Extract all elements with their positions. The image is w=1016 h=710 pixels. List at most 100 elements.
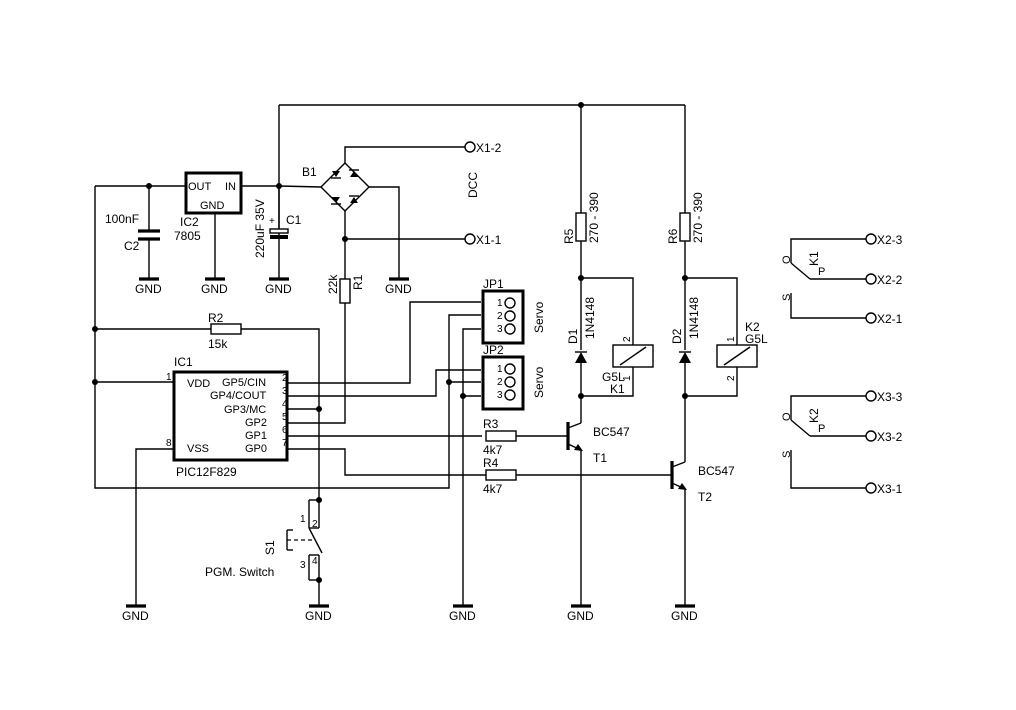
x3-1-terminal[interactable]: X3-1: [865, 482, 903, 496]
r2-resistor: R2 15k: [95, 311, 320, 500]
b1-minus-wire: [369, 186, 400, 278]
r3-name: R3: [483, 417, 499, 431]
t2-name: T2: [698, 490, 712, 504]
servo-gnd-wire: [462, 328, 481, 605]
gp0-wire: [287, 448, 486, 476]
gnd-symbol-b1: GND: [385, 277, 412, 296]
jp2-pin2: 2: [497, 377, 503, 388]
s1-pin4: 4: [312, 556, 318, 567]
ic1-vdd-label: VDD: [187, 378, 210, 390]
gnd-label-c1: GND: [265, 282, 292, 296]
x3-2-terminal[interactable]: X3-2: [865, 430, 903, 444]
t1-name: T1: [593, 451, 607, 465]
jp1-pin2: 2: [497, 311, 503, 322]
r6-resistor: R6 270 - 390: [666, 105, 705, 350]
c2-capacitor: 100nF C2: [105, 186, 160, 278]
k2-coil-pin2: 2: [726, 375, 737, 381]
gnd-symbol-servo: GND: [449, 604, 476, 623]
s1-value: PGM. Switch: [205, 565, 274, 579]
r5-resistor: R5 270 - 390: [562, 105, 601, 350]
gnd-label-c2: GND: [135, 282, 162, 296]
t1-transistor: BC547 T1: [566, 422, 630, 605]
ic1-gp0-label: GP0: [245, 443, 267, 455]
k1-coil-pin2: 2: [622, 336, 633, 342]
r2-value: 15k: [208, 337, 228, 351]
b1-ac1-wire: [344, 146, 466, 163]
x2-3-label: X2-3: [877, 233, 903, 247]
k1-coil-name: K1: [610, 382, 625, 396]
ic1-pin3: 3: [282, 386, 288, 397]
gnd-symbol-ic2: GND: [201, 277, 228, 296]
jp2-servo-header[interactable]: 1 2 3 JP2 Servo: [481, 343, 546, 411]
s1-name: S1: [263, 540, 277, 555]
x2-1-terminal[interactable]: X2-1: [865, 312, 903, 326]
k1-coil-pin1: 1: [622, 375, 633, 381]
r1-resistor: 22k R1: [287, 239, 365, 424]
ic1-name: IC1: [174, 355, 193, 369]
jp2-servo-label: Servo: [532, 366, 546, 398]
ic1-microcontroller: IC1 PIC12F829 VDD VSS GP5/CIN GP4/COUT G…: [166, 355, 289, 479]
ic1-pin2: 2: [282, 373, 288, 384]
ic1-pin4: 4: [282, 399, 288, 410]
gnd-label-t2: GND: [671, 609, 698, 623]
jp2-pin1: 1: [497, 364, 503, 375]
x1-1-terminal[interactable]: X1-1: [464, 233, 502, 247]
ic2-name: IC2: [180, 215, 199, 229]
gnd-label-t1: GND: [567, 609, 594, 623]
d2-name: D2: [670, 328, 684, 344]
r4-name: R4: [483, 456, 499, 470]
k2-contact-p: P: [818, 423, 825, 435]
x1-1-label: X1-1: [476, 233, 502, 247]
k1-relay-coil: 2 1 G5L K1: [581, 277, 654, 397]
x3-3-terminal[interactable]: X3-3: [865, 390, 903, 404]
r5-name: R5: [562, 228, 576, 244]
c1-name: C1: [286, 213, 302, 227]
gnd-symbol-t1: GND: [567, 604, 594, 623]
ic1-gp2-label: GP2: [245, 417, 267, 429]
b1-plus-wire: [278, 185, 322, 188]
x1-2-terminal[interactable]: X1-2: [464, 141, 502, 155]
gp4-wire: [287, 369, 481, 397]
t2-transistor: BC547 T2: [670, 461, 735, 605]
left-rail-wire: [94, 186, 481, 489]
gnd-symbol-s1: GND: [305, 604, 332, 623]
ic2-regulator: OUT IN GND IC2 7805: [174, 171, 243, 243]
vss-wire: [135, 448, 174, 605]
r4-resistor: R4 4k7: [483, 456, 671, 496]
x2-1-label: X2-1: [877, 312, 903, 326]
r6-name: R6: [666, 228, 680, 244]
gnd-symbol-t2: GND: [671, 604, 698, 623]
b1-name: B1: [302, 165, 317, 179]
k2-relay-coil: 1 2 K2 G5L: [685, 277, 768, 397]
ic1-gp5-label: GP5/CIN: [222, 377, 266, 389]
k1-contact-s: S: [781, 294, 793, 301]
r5-value: 270 - 390: [587, 192, 601, 243]
s1-pgm-switch[interactable]: 1 2 3 4 S1 PGM. Switch: [205, 497, 323, 605]
t2-value: BC547: [698, 464, 735, 478]
jp1-servo-header[interactable]: 1 2 3 JP1 Servo: [481, 277, 546, 345]
gnd-label-ic2: GND: [201, 282, 228, 296]
d2-value: 1N4148: [687, 297, 701, 339]
d1-name: D1: [566, 328, 580, 344]
r4-value: 4k7: [483, 482, 503, 496]
c2-name: C2: [124, 239, 140, 253]
k1-contacts-name: K1: [807, 251, 821, 266]
gnd-label-servo: GND: [449, 609, 476, 623]
s1-pin3: 3: [300, 560, 306, 571]
k1-contact-p: P: [818, 266, 825, 278]
ic1-gp3-label: GP3/MC: [224, 404, 266, 416]
r1-value: 22k: [326, 274, 340, 294]
k2-contacts: O S P K2: [781, 395, 866, 489]
gnd-label-ic1: GND: [122, 609, 149, 623]
jp2-pin3: 3: [497, 390, 503, 401]
ic1-gp1-label: GP1: [245, 430, 267, 442]
r3-resistor: R3 4k7: [483, 417, 567, 457]
ic2-in-label: IN: [225, 181, 236, 193]
x2-3-terminal[interactable]: X2-3: [865, 233, 903, 247]
x2-2-label: X2-2: [877, 273, 903, 287]
ic1-vss-label: VSS: [187, 443, 209, 455]
k2-coil-name: K2: [745, 320, 760, 334]
x2-2-terminal[interactable]: X2-2: [865, 273, 903, 287]
